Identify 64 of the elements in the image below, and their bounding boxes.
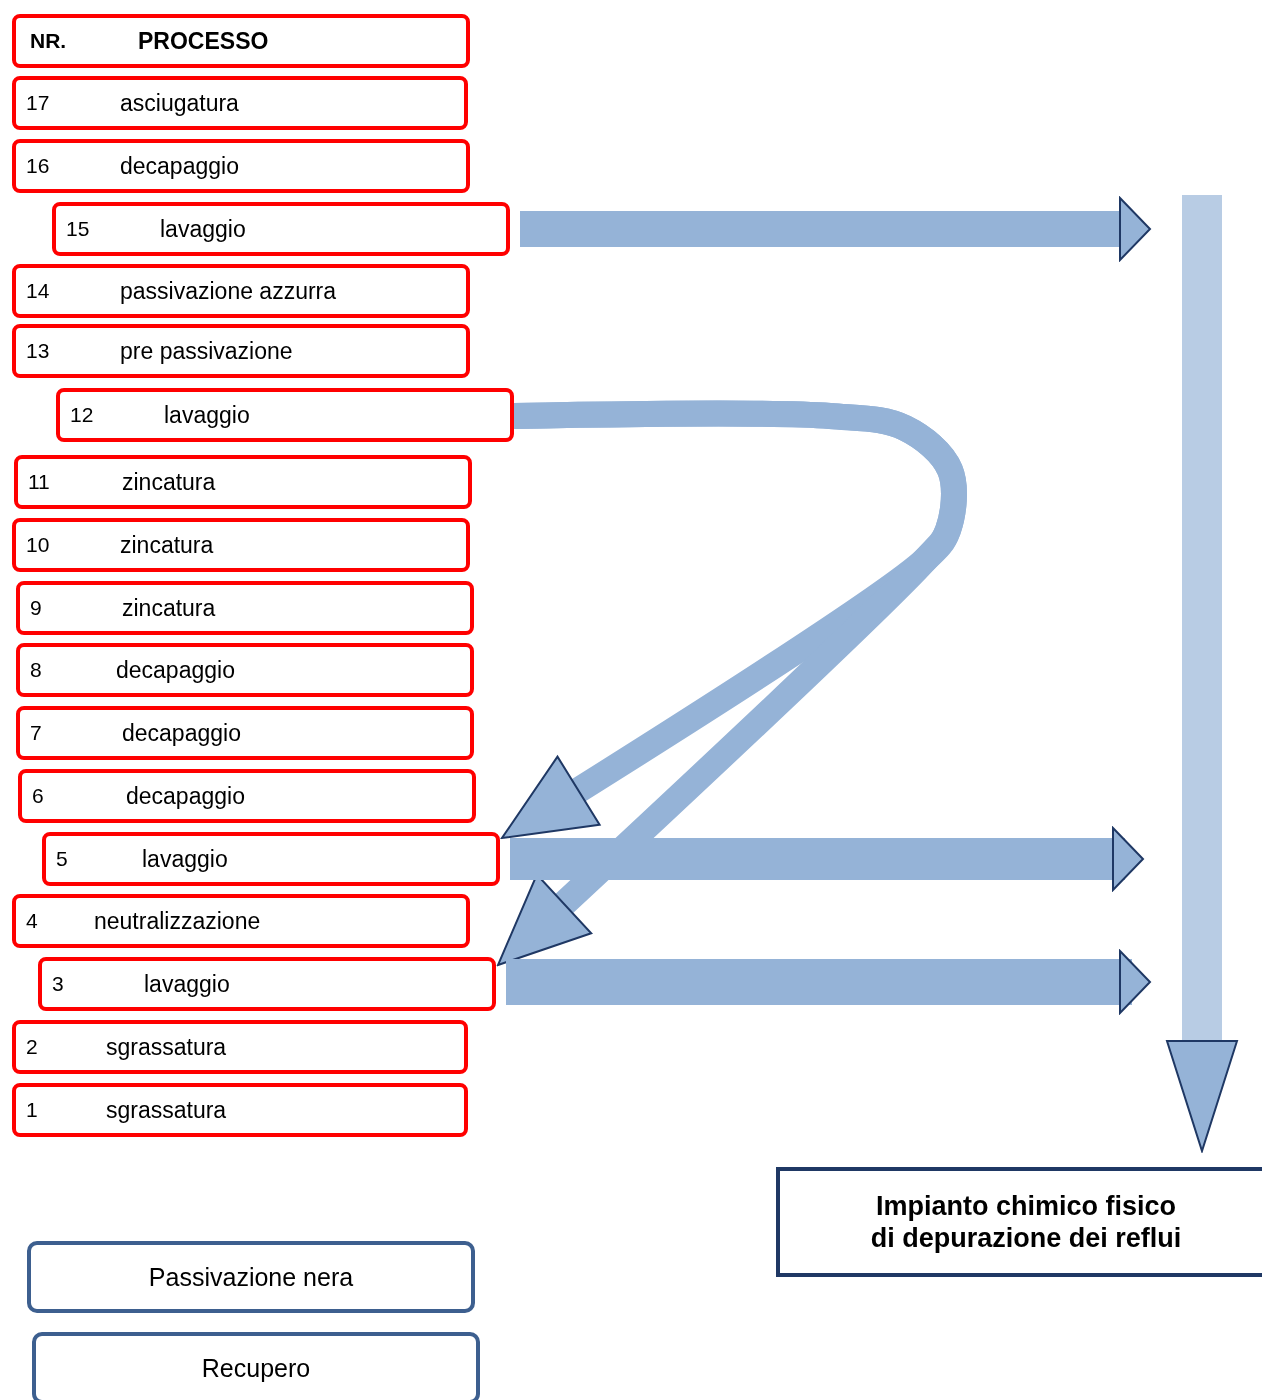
process-name: zincatura xyxy=(122,468,216,496)
process-name: passivazione azzurra xyxy=(120,277,337,305)
process-number: 3 xyxy=(52,972,64,996)
process-row xyxy=(12,894,470,948)
process-row xyxy=(12,264,470,318)
process-row xyxy=(12,1083,468,1137)
process-number: 14 xyxy=(26,279,50,303)
process-name: zincatura xyxy=(120,531,214,559)
process-row xyxy=(56,388,514,442)
category-box xyxy=(27,1241,475,1313)
process-row xyxy=(12,1020,468,1074)
process-row xyxy=(12,139,470,193)
process-number: 15 xyxy=(66,217,90,241)
process-name: decapaggio xyxy=(116,656,235,684)
process-name: pre passivazione xyxy=(120,337,293,365)
process-row xyxy=(16,706,474,760)
process-name: neutralizzazione xyxy=(94,907,261,935)
process-name: lavaggio xyxy=(142,845,228,873)
treatment-plant-box xyxy=(776,1167,1262,1277)
process-name: lavaggio xyxy=(144,970,230,998)
process-name: zincatura xyxy=(122,594,216,622)
block-arrow xyxy=(506,950,1151,1014)
column-header: PROCESSO xyxy=(138,27,269,55)
process-number: 9 xyxy=(30,596,42,620)
box-label: Recupero xyxy=(201,1353,311,1383)
process-number: 4 xyxy=(26,909,38,933)
process-row xyxy=(12,76,468,130)
process-name: decapaggio xyxy=(122,719,241,747)
process-number: 5 xyxy=(56,847,68,871)
process-number: 7 xyxy=(30,721,42,745)
process-row xyxy=(12,14,470,68)
process-name: lavaggio xyxy=(164,401,250,429)
process-row xyxy=(38,957,496,1011)
category-box xyxy=(32,1332,480,1400)
process-number: 10 xyxy=(26,533,50,557)
process-number: 1 xyxy=(26,1098,38,1122)
process-row xyxy=(52,202,510,256)
process-row xyxy=(14,455,472,509)
plant-label: Impianto chimico fisico di depurazione dei reflui xyxy=(869,1189,1183,1255)
process-row xyxy=(12,518,470,572)
process-number: 17 xyxy=(26,91,50,115)
process-row xyxy=(16,581,474,635)
process-name: decapaggio xyxy=(126,782,245,810)
process-name: decapaggio xyxy=(120,152,239,180)
process-number: 2 xyxy=(26,1035,38,1059)
block-arrow xyxy=(1166,195,1238,1152)
box-label: Passivazione nera xyxy=(148,1262,354,1292)
process-number: 11 xyxy=(28,470,50,494)
process-number: 16 xyxy=(26,154,50,178)
process-row xyxy=(18,769,476,823)
process-number: 13 xyxy=(26,339,50,363)
process-name: asciugatura xyxy=(120,89,239,117)
process-number: 12 xyxy=(70,403,94,427)
block-arrow xyxy=(520,197,1151,261)
process-number: 6 xyxy=(32,784,44,808)
process-row xyxy=(42,832,500,886)
process-name: lavaggio xyxy=(160,215,246,243)
process-number: 8 xyxy=(30,658,42,682)
process-row xyxy=(16,643,474,697)
block-arrow xyxy=(510,827,1144,891)
process-name: sgrassatura xyxy=(106,1096,227,1124)
process-name: sgrassatura xyxy=(106,1033,227,1061)
column-header: NR. xyxy=(30,29,67,53)
process-row xyxy=(12,324,470,378)
